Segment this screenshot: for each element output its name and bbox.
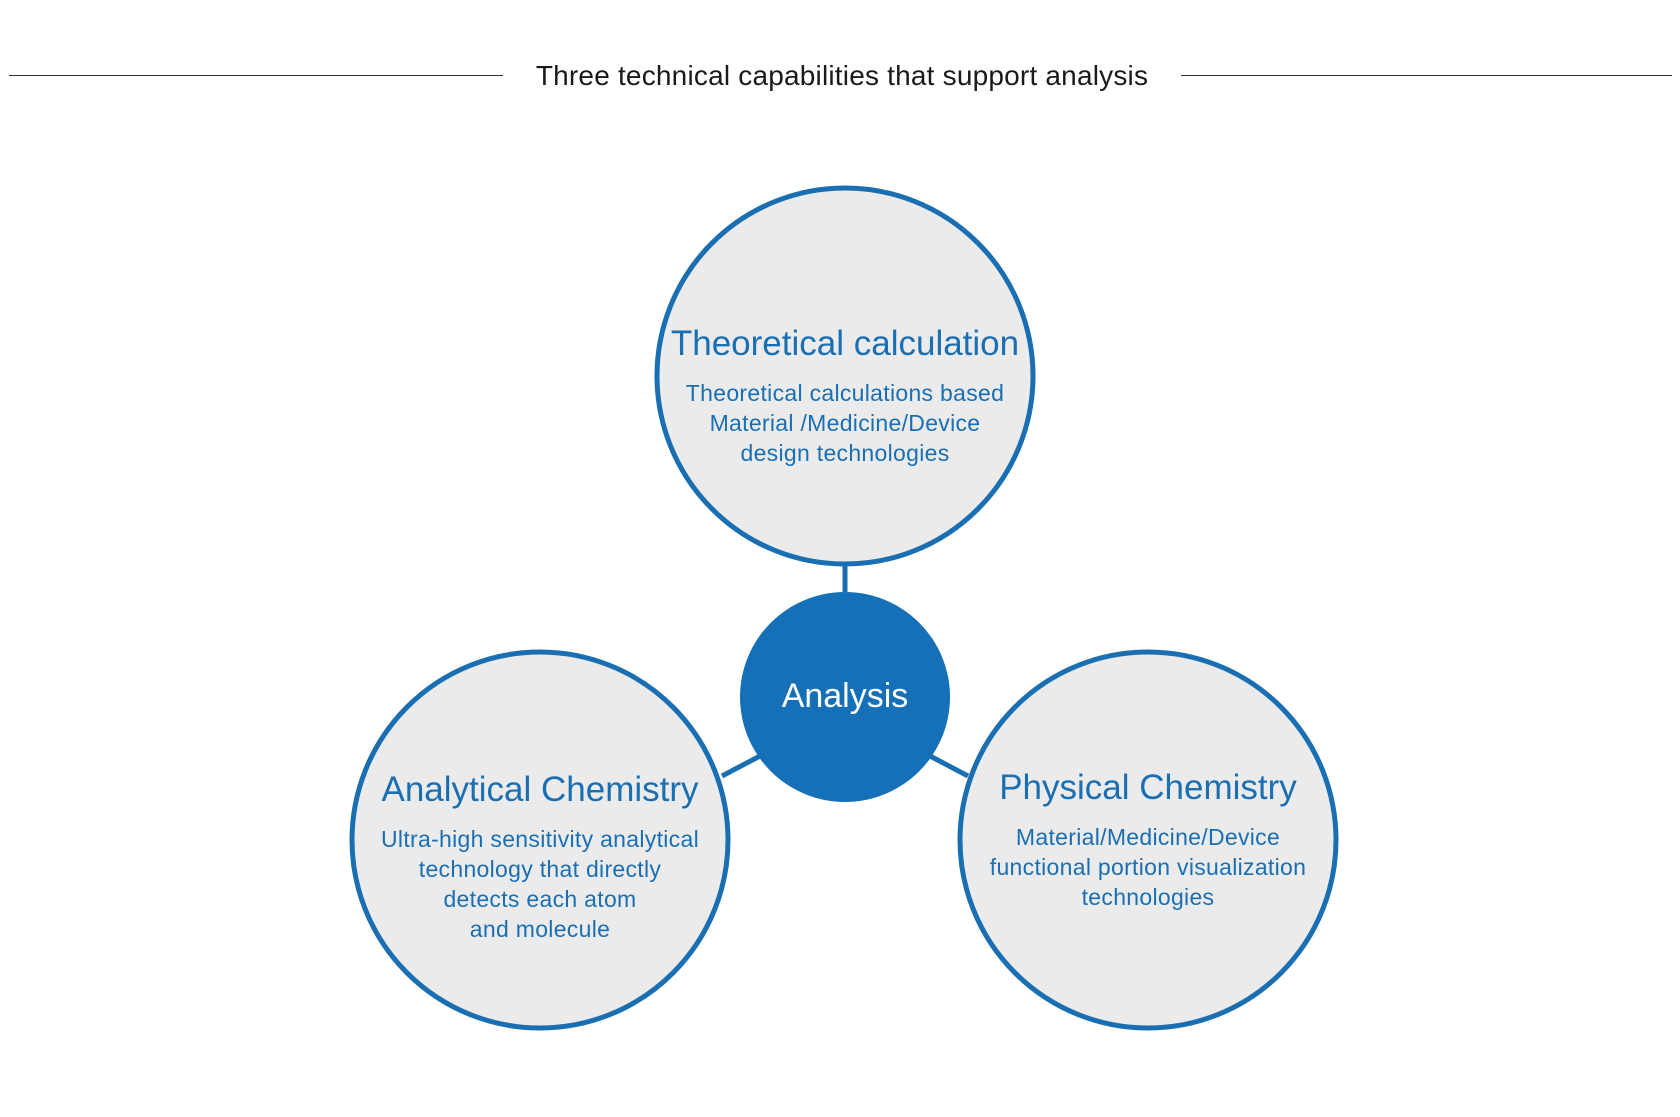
- node-theoretical-calculation: Theoretical calculation Theoretical calc…: [657, 322, 1033, 468]
- node-title: Theoretical calculation: [670, 324, 1020, 363]
- diagram-heading: Three technical capabilities that suppor…: [535, 60, 1149, 91]
- description-line: Ultra-high sensitivity analytical: [381, 826, 699, 852]
- node-analytical-chemistry: Analytical Chemistry Ultra-high sensitiv…: [352, 768, 728, 944]
- analytical-chemistry-circle: [349, 649, 731, 1031]
- node-description: Ultra-high sensitivity analytical techno…: [352, 824, 728, 944]
- node-description: Theoretical calculations based Material …: [657, 378, 1033, 468]
- description-line: technology that directly: [418, 856, 662, 882]
- analysis-center-label: Analysis: [781, 677, 909, 715]
- node-title: Physical Chemistry: [999, 768, 1297, 807]
- connector-analytical: [720, 753, 762, 779]
- node-title: Analytical Chemistry: [381, 770, 699, 809]
- description-line: detects each atom: [443, 886, 637, 912]
- description-line: Material/Medicine/Device: [1015, 824, 1281, 850]
- description-line: design technologies: [740, 440, 950, 466]
- node-physical-chemistry: Physical Chemistry Material/Medicine/Dev…: [960, 766, 1336, 912]
- theoretical-calculation-circle: [654, 185, 1036, 567]
- physical-chemistry-circle: [957, 649, 1339, 1031]
- node-description: Material/Medicine/Device functional port…: [960, 822, 1336, 912]
- description-line: Theoretical calculations based: [685, 380, 1005, 406]
- description-line: technologies: [1081, 884, 1215, 910]
- analysis-center-circle: [740, 592, 950, 802]
- heading-rule-left: [9, 75, 503, 76]
- description-line: Material /Medicine/Device: [709, 410, 981, 436]
- description-line: and molecule: [469, 916, 611, 942]
- connector-physical: [928, 753, 970, 779]
- description-line: functional portion visualization: [989, 854, 1307, 880]
- heading-rule-right: [1181, 75, 1672, 76]
